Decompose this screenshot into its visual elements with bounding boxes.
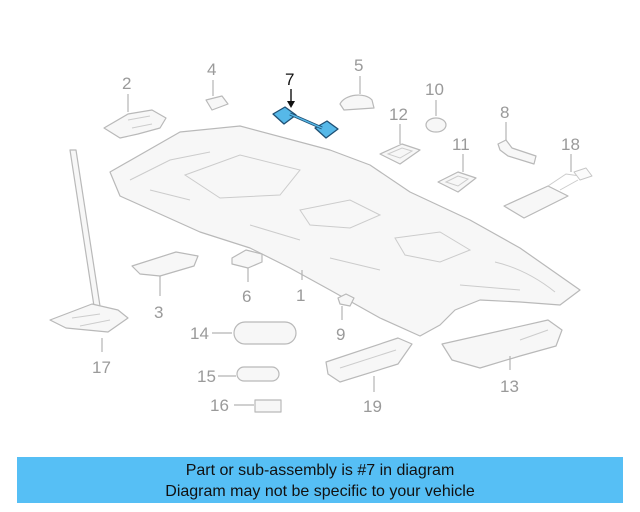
strip-part-16 bbox=[254, 399, 282, 413]
trim-part-13 bbox=[441, 319, 563, 369]
headliner-part-1 bbox=[109, 125, 581, 337]
bracket-part-3 bbox=[131, 251, 199, 277]
callout-19: 19 bbox=[363, 397, 382, 416]
cap-part-5 bbox=[339, 94, 375, 111]
rail-part-17 bbox=[49, 149, 129, 333]
callout-18: 18 bbox=[561, 135, 580, 154]
callout-7: 7 bbox=[285, 70, 294, 89]
block-part-6 bbox=[231, 249, 263, 269]
callout-4: 4 bbox=[207, 60, 216, 79]
pad-part-10 bbox=[425, 117, 447, 133]
console-part-19 bbox=[325, 337, 413, 383]
lamp-part-11 bbox=[437, 171, 477, 193]
banner-line-1: Part or sub-assembly is #7 in diagram bbox=[185, 462, 455, 479]
callout-9: 9 bbox=[336, 325, 345, 344]
highlighted-part-7 bbox=[272, 106, 339, 139]
lamp-part-12 bbox=[379, 143, 421, 165]
banner-line-2: Diagram may not be specific to your vehi… bbox=[165, 483, 475, 500]
part-info-banner: Part or sub-assembly is #7 in diagram Di… bbox=[17, 457, 623, 503]
callout-14: 14 bbox=[190, 324, 209, 343]
callout-11: 11 bbox=[452, 135, 470, 154]
leader-lines bbox=[101, 76, 572, 406]
callout-16: 16 bbox=[210, 396, 229, 415]
leader-line-7 bbox=[287, 89, 295, 108]
callout-1: 1 bbox=[296, 286, 305, 305]
clip-part-9 bbox=[337, 293, 355, 307]
lens-part-14 bbox=[233, 321, 297, 345]
module-part-18 bbox=[503, 167, 593, 219]
ring-part-15 bbox=[236, 366, 280, 382]
bracket-part-2 bbox=[103, 109, 167, 139]
handle-part-8 bbox=[497, 139, 537, 165]
callout-10: 10 bbox=[425, 80, 444, 99]
callout-8: 8 bbox=[500, 103, 509, 122]
callout-13: 13 bbox=[500, 377, 519, 396]
callout-3: 3 bbox=[154, 303, 163, 322]
callout-2: 2 bbox=[122, 74, 131, 93]
callout-15: 15 bbox=[197, 367, 216, 386]
callout-12: 12 bbox=[389, 105, 408, 124]
clip-part-4 bbox=[205, 95, 229, 111]
callout-5: 5 bbox=[354, 56, 363, 75]
callout-6: 6 bbox=[242, 287, 251, 306]
callout-17: 17 bbox=[92, 358, 111, 377]
